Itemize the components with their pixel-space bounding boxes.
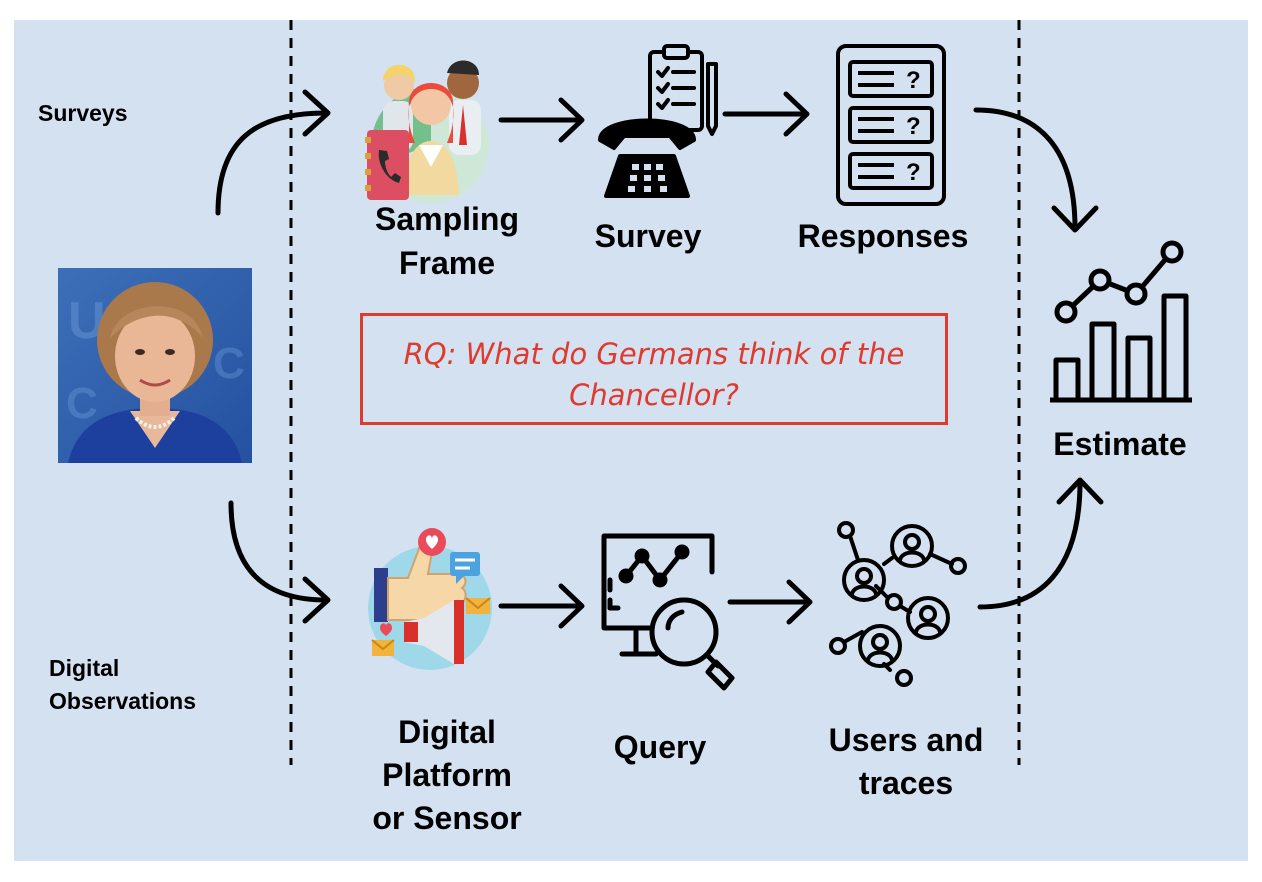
row-label-surveys: Surveys: [38, 100, 128, 126]
arrow-responses-to-estimate: [973, 107, 1078, 231]
users-traces-label-line2: traces: [858, 765, 954, 801]
query-label: Query: [613, 729, 707, 765]
user-network-icon: [829, 521, 967, 687]
digital-platform-label: Digital Platform or Sensor: [342, 711, 552, 840]
research-question-line1: RQ: What do Germans think of the: [403, 337, 905, 371]
arrow-photo-to-platform: [228, 500, 329, 603]
arrowhead-users-to-estimate: [1056, 477, 1104, 505]
research-question-text: RQ: What do Germans think of the Chancel…: [363, 334, 945, 416]
sampling-frame-label-line1: Sampling: [374, 201, 519, 237]
arrowhead-responses-to-estimate: [1051, 205, 1099, 233]
sampling-frame-label: Sampling Frame: [352, 197, 542, 285]
people-group-icon: [365, 60, 489, 203]
responses-label: Responses: [797, 218, 969, 254]
row-label-digital-line1: Digital: [49, 655, 120, 681]
arrowhead-photo-to-platform: [302, 576, 331, 624]
monitor-magnifier-icon: [601, 533, 735, 691]
digital-platform-label-line3: or Sensor: [372, 800, 522, 836]
clipboard-phone-icon: [598, 44, 718, 198]
svg-text:C: C: [66, 379, 98, 428]
arrowhead-survey-to-responses: [783, 91, 810, 137]
dashed-dividers: [289, 20, 1021, 765]
person-photo: U C C: [58, 268, 252, 463]
sampling-frame-label-line2: Frame: [398, 245, 496, 281]
social-media-icon: [368, 528, 492, 670]
arrowhead-platform-to-query: [558, 583, 585, 629]
responses-list-icon: ? ? ?: [836, 44, 946, 206]
arrowhead-query-to-users: [786, 579, 813, 625]
digital-platform-label-line1: Digital: [398, 714, 496, 750]
research-question-line2: Chancellor?: [569, 378, 739, 412]
research-question-box: RQ: What do Germans think of the Chancel…: [360, 313, 948, 425]
svg-text:?: ?: [906, 113, 921, 140]
arrow-users-to-estimate: [977, 479, 1083, 610]
estimate-label: Estimate: [1053, 426, 1187, 462]
users-traces-label-line1: Users and: [828, 722, 984, 758]
users-traces-label: Users and traces: [806, 719, 1006, 805]
arrow-photo-to-sampling: [215, 110, 329, 216]
row-label-digital-line2: Observations: [49, 688, 196, 714]
arrowhead-photo-to-sampling: [302, 89, 331, 137]
bar-line-chart-icon: [1050, 240, 1192, 403]
arrowhead-sampling-to-survey: [558, 97, 585, 143]
digital-platform-label-line2: Platform: [382, 757, 512, 793]
survey-label: Survey: [594, 218, 702, 254]
svg-text:?: ?: [906, 159, 921, 186]
svg-text:?: ?: [906, 67, 921, 94]
svg-text:C: C: [213, 339, 245, 388]
